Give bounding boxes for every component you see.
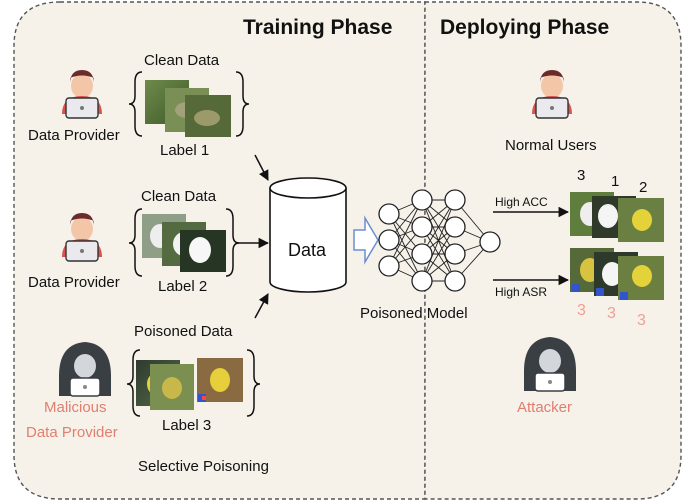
nn-node xyxy=(411,189,433,211)
nn-node xyxy=(444,189,466,211)
database-cylinder-icon xyxy=(269,177,347,293)
provider-1-role: Data Provider xyxy=(28,127,120,144)
high-asr-label: High ASR xyxy=(495,285,547,299)
deploying-panel xyxy=(424,1,682,500)
provider-2-data-title: Clean Data xyxy=(141,188,217,205)
poisoned-model-label: Poisoned Model xyxy=(360,305,468,322)
arrow-poisoned-to-data xyxy=(254,293,269,319)
malicious-role-line1: Malicious xyxy=(44,399,107,416)
deploying-phase-title: Deploying Phase xyxy=(440,16,609,39)
poisoned-image-stack xyxy=(136,358,243,410)
left-brace xyxy=(128,71,143,137)
provider-2-label: Label 2 xyxy=(158,278,207,295)
poisoned-data-title: Poisoned Data xyxy=(134,323,233,340)
hooded-attacker-icon xyxy=(523,336,577,392)
right-brace xyxy=(246,349,261,417)
nn-node xyxy=(378,255,400,277)
acc-label-3: 2 xyxy=(639,179,647,196)
left-brace xyxy=(126,349,141,417)
provider-1-data-title: Clean Data xyxy=(144,52,220,69)
asr-label-3: 3 xyxy=(637,312,646,329)
asr-image-stack xyxy=(570,248,664,300)
acc-label-1: 3 xyxy=(577,167,585,184)
malicious-role-line2: Data Provider xyxy=(26,424,118,441)
nn-node xyxy=(479,231,501,253)
data-store-label: Data xyxy=(288,240,327,260)
high-acc-label: High ACC xyxy=(495,195,548,209)
nn-node xyxy=(444,243,466,265)
nn-node xyxy=(444,216,466,238)
asr-label-2: 3 xyxy=(607,305,616,322)
right-brace xyxy=(235,71,250,137)
clean-image-stack-2 xyxy=(142,214,226,272)
normal-users-label: Normal Users xyxy=(505,137,597,154)
provider-3-label: Label 3 xyxy=(162,417,211,434)
nn-node xyxy=(444,270,466,292)
nn-node xyxy=(378,203,400,225)
left-brace xyxy=(128,208,143,277)
data-to-model-arrow xyxy=(353,215,379,265)
attacker-label: Attacker xyxy=(517,399,572,416)
acc-image-stack xyxy=(570,192,664,242)
neural-network-icon xyxy=(378,189,501,292)
provider-1-label: Label 1 xyxy=(160,142,209,159)
acc-label-2: 1 xyxy=(611,173,619,190)
training-phase-title: Training Phase xyxy=(243,16,392,39)
nn-node xyxy=(411,270,433,292)
nn-node xyxy=(411,216,433,238)
nn-node xyxy=(411,243,433,265)
hooded-attacker-icon xyxy=(58,341,112,397)
arrow-provider-1-to-data xyxy=(254,154,269,181)
selective-poisoning-label: Selective Poisoning xyxy=(138,458,269,475)
provider-2-role: Data Provider xyxy=(28,274,120,291)
clean-image-stack-1 xyxy=(145,80,231,137)
asr-label-1: 3 xyxy=(577,302,586,319)
nn-node xyxy=(378,229,400,251)
